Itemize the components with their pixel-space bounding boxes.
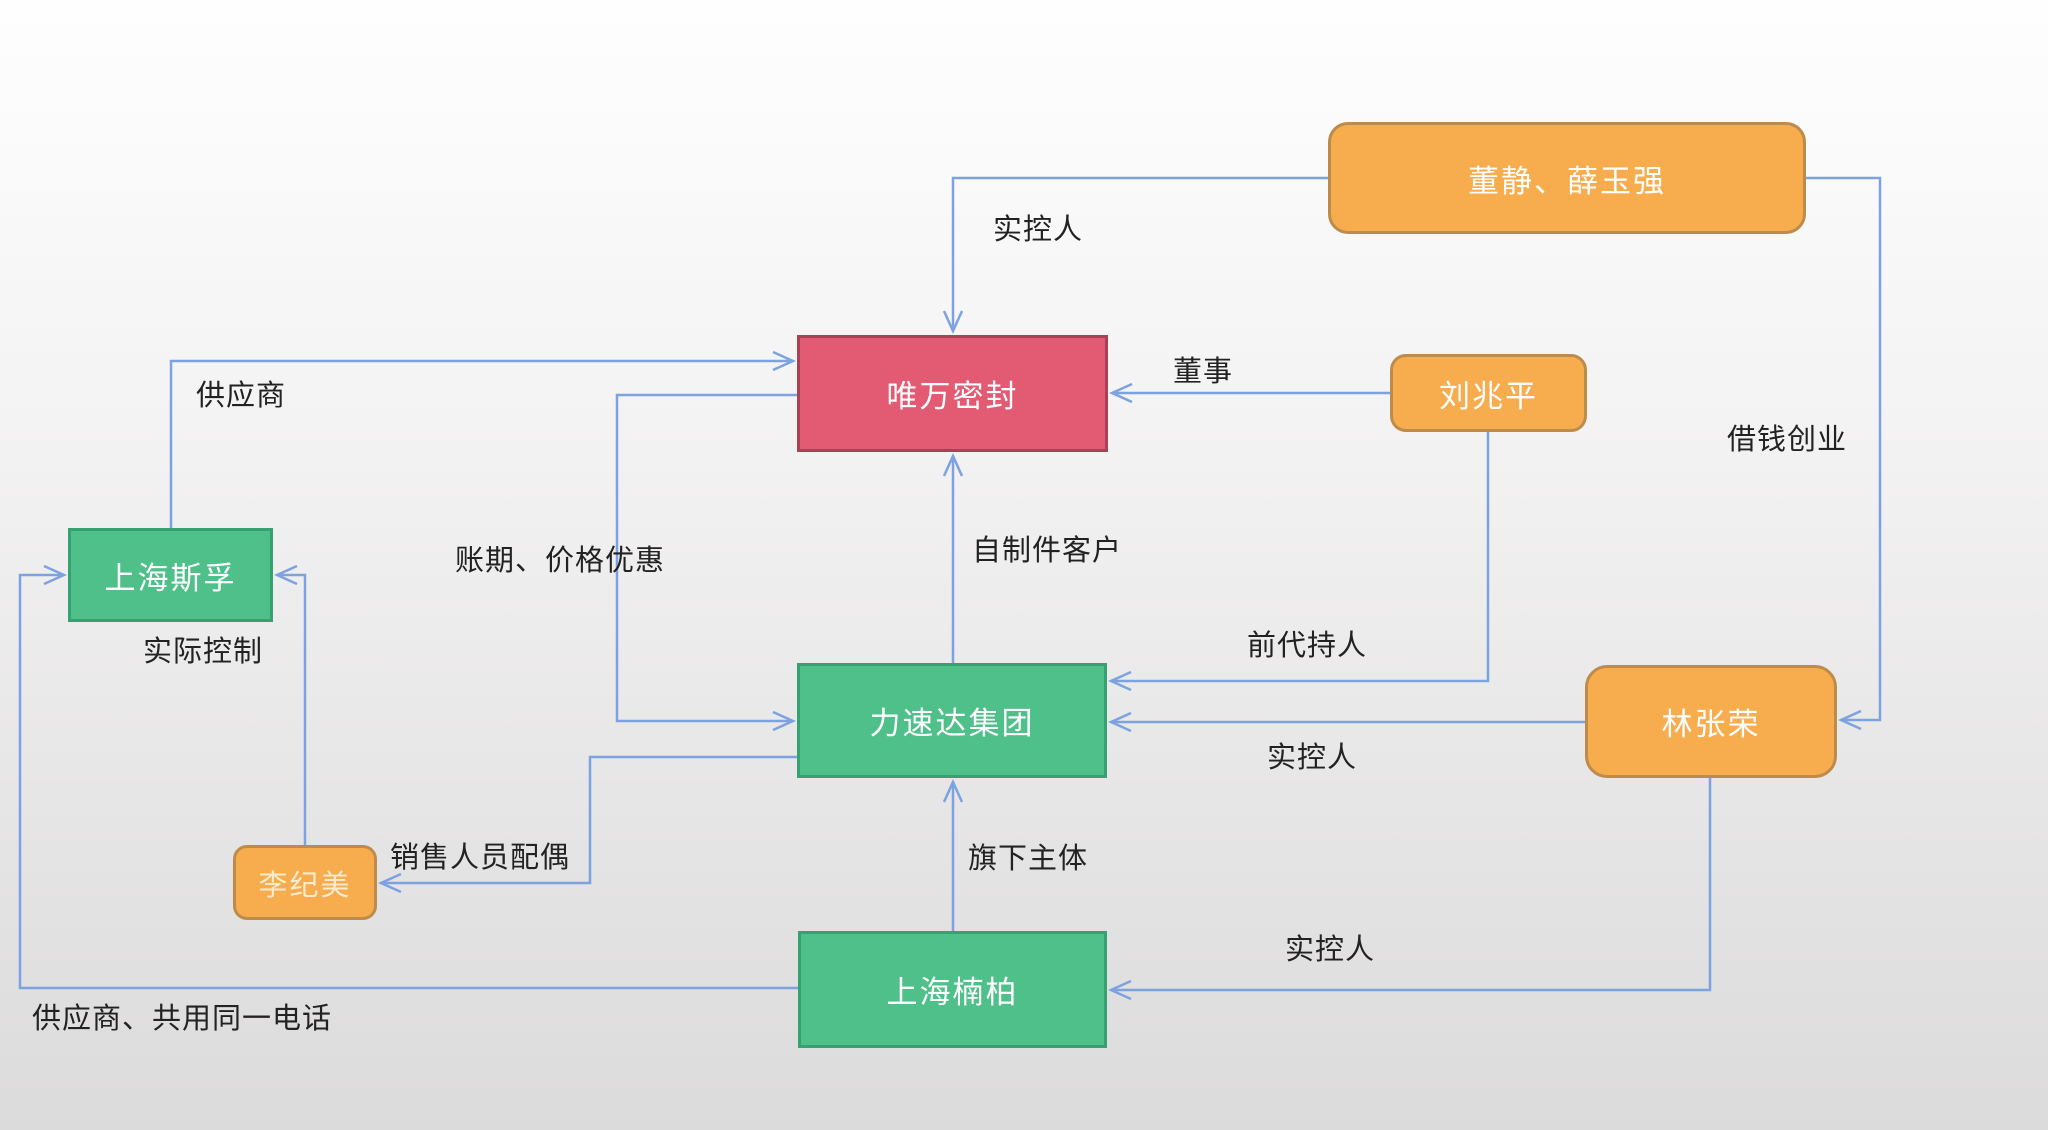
node-shanghai-sifu: 上海斯孚 bbox=[68, 528, 273, 622]
edge-jieqian-chuangye bbox=[1806, 176, 1882, 720]
edge-label-zhangqi-jiage: 账期、价格优惠 bbox=[455, 545, 666, 577]
edge-label-shikongren-mid: 实控人 bbox=[1267, 742, 1358, 774]
edge-shikongren-bottom bbox=[1111, 778, 1712, 990]
edge-label-qiandaichiren: 前代持人 bbox=[1247, 630, 1368, 662]
edge-label-xiaoshou-peiou: 销售人员配偶 bbox=[390, 842, 571, 874]
edge-label-shikongren-top: 实控人 bbox=[993, 214, 1084, 246]
edge-qiandaichiren bbox=[1111, 432, 1490, 681]
edge-zhangqi-jiage bbox=[615, 393, 797, 721]
node-dongjing-xueyuqiang: 董静、薛玉强 bbox=[1328, 122, 1806, 234]
node-lisuda-group: 力速达集团 bbox=[797, 663, 1107, 778]
edge-label-gongyingshang: 供应商 bbox=[196, 380, 287, 412]
node-shanghai-nanbai: 上海楠柏 bbox=[798, 931, 1107, 1048]
edge-label-zizhijian-kehu: 自制件客户 bbox=[972, 535, 1123, 567]
edge-shikongren-top bbox=[953, 176, 1328, 331]
edge-label-gongyingshang-dianhua: 供应商、共用同一电话 bbox=[32, 1003, 333, 1035]
edge-gongyingshang-dianhua bbox=[18, 575, 798, 990]
edge-xiaoshou-peiou bbox=[381, 755, 797, 883]
edge-label-shikongren-bottom: 实控人 bbox=[1285, 934, 1376, 966]
node-liu-zhaoping: 刘兆平 bbox=[1390, 354, 1587, 432]
node-lin-zhangrong: 林张荣 bbox=[1585, 665, 1837, 778]
edge-label-shiji-kongzhi: 实际控制 bbox=[143, 636, 264, 668]
node-li-jimei: 李纪美 bbox=[233, 845, 377, 920]
edge-shiji-kongzhi bbox=[277, 575, 307, 845]
edge-gongyingshang bbox=[169, 361, 793, 528]
edge-label-qixia-zhuti: 旗下主体 bbox=[968, 843, 1089, 875]
edge-label-jieqian-chuangye: 借钱创业 bbox=[1727, 424, 1848, 456]
node-weiwan-mifeng: 唯万密封 bbox=[797, 335, 1108, 452]
edge-label-dongshi: 董事 bbox=[1173, 356, 1234, 388]
